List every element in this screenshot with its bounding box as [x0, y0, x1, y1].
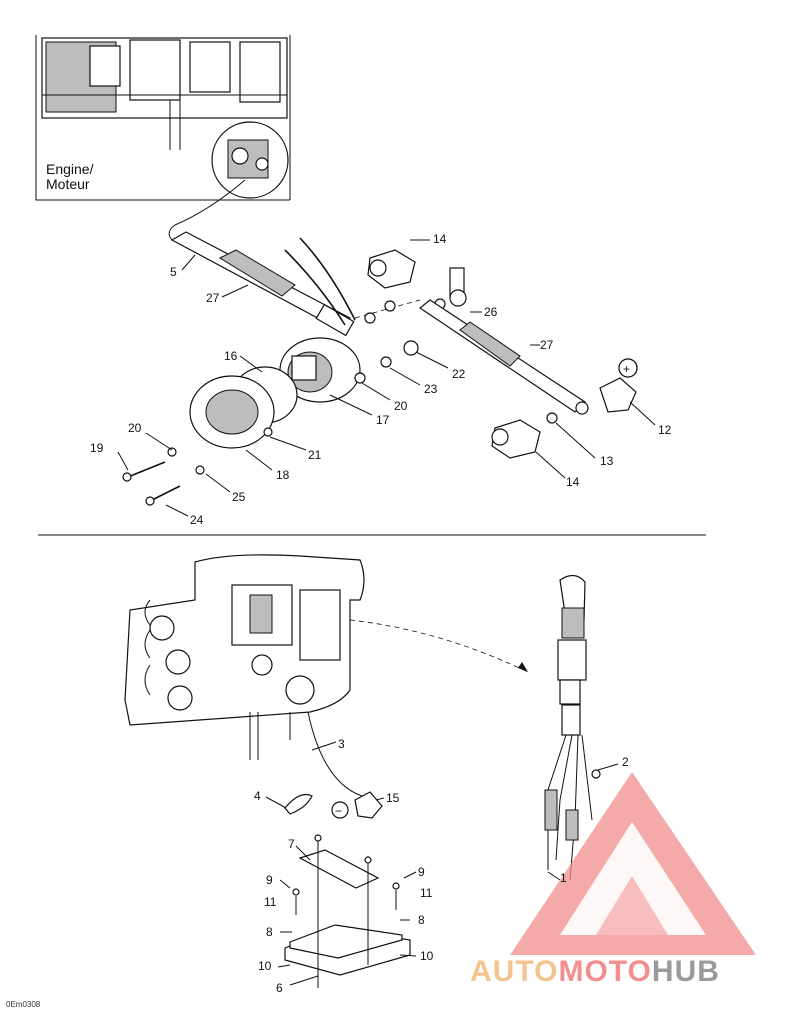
watermark-text: AUTOMOTOHUB	[470, 955, 720, 989]
black-wire-1	[299, 237, 356, 321]
callout-15: 15	[386, 791, 400, 805]
leader-lines-bottom	[265, 741, 619, 986]
callout-25: 25	[232, 490, 246, 504]
ground-cable-3	[307, 711, 363, 797]
terminal-26	[434, 267, 467, 310]
callout-7: 7	[288, 837, 295, 851]
washer	[364, 312, 376, 324]
callout-24: 24	[190, 513, 204, 527]
callout-2: 2	[622, 755, 629, 769]
callout-10-right: 10	[420, 949, 434, 963]
ground-wire	[168, 179, 246, 241]
nut-22	[403, 340, 419, 356]
engine-inset	[35, 35, 291, 201]
callout-17: 17	[376, 413, 390, 427]
engine-label-line2: Moteur	[46, 176, 90, 192]
watermark-part1: AUTO	[470, 955, 559, 988]
callout-11-right: 11	[420, 886, 433, 900]
engine-bottom	[124, 554, 365, 760]
hold-down-bar-7	[298, 849, 380, 889]
negative-symbol: −	[331, 801, 349, 819]
callout-22: 22	[452, 367, 466, 381]
callout-1: 1	[560, 871, 567, 885]
callout-19: 19	[90, 441, 104, 455]
boot-14-top	[367, 249, 416, 289]
svg-text:−: −	[335, 804, 342, 818]
leader-lines-top	[117, 239, 656, 517]
watermark-part2: MOTO	[558, 955, 652, 988]
callout-23: 23	[424, 382, 438, 396]
callout-20-right: 20	[394, 399, 408, 413]
svg-text:+: +	[623, 362, 630, 376]
callout-20-left: 20	[128, 421, 142, 435]
callout-3: 3	[338, 737, 345, 751]
screws	[122, 447, 205, 506]
callout-11-left: 11	[264, 895, 277, 909]
black-wire-2	[284, 249, 346, 326]
callout-27-left: 27	[206, 291, 220, 305]
callout-18: 18	[276, 468, 290, 482]
nut	[384, 300, 396, 312]
callout-numbers: 14 5 27 26 27 16 22 23 20 17 12 20 21 13…	[90, 232, 672, 995]
nut-13	[546, 412, 558, 424]
callout-9-right: 9	[418, 865, 425, 879]
positive-symbol: +	[618, 358, 638, 378]
callout-8-right: 8	[418, 913, 425, 927]
terminal-15	[354, 791, 383, 819]
callout-8-left: 8	[266, 925, 273, 939]
callout-9-left: 9	[266, 873, 273, 887]
watermark-part3: HUB	[651, 955, 720, 988]
cable-5	[170, 231, 421, 337]
callout-14-top: 14	[433, 232, 447, 246]
boot-14-bottom	[491, 419, 541, 459]
callout-26: 26	[484, 305, 498, 319]
callout-13: 13	[600, 454, 614, 468]
engine-label: Engine/ Moteur	[46, 162, 106, 192]
washer-23	[380, 356, 392, 368]
callout-21: 21	[308, 448, 322, 462]
cable-27-right	[418, 299, 589, 415]
solenoid-17	[279, 337, 361, 403]
watermark-logo	[510, 772, 756, 955]
wiring-harness	[544, 574, 601, 881]
callout-27-right: 27	[540, 338, 554, 352]
callout-10-left: 10	[258, 959, 272, 973]
harness-arrow	[349, 619, 529, 673]
callout-12: 12	[658, 423, 672, 437]
callout-5: 5	[170, 265, 177, 279]
washer-20	[354, 372, 366, 384]
battery-tray	[284, 834, 411, 988]
engine-label-line1: Engine/	[46, 161, 94, 177]
callout-14-bottom: 14	[566, 475, 580, 489]
callout-4: 4	[254, 789, 261, 803]
reference-code: 0Em0308	[6, 1000, 41, 1009]
cable-tie-4	[284, 793, 313, 815]
washer-21	[263, 427, 273, 437]
callout-6: 6	[276, 981, 283, 995]
callout-16: 16	[224, 349, 238, 363]
